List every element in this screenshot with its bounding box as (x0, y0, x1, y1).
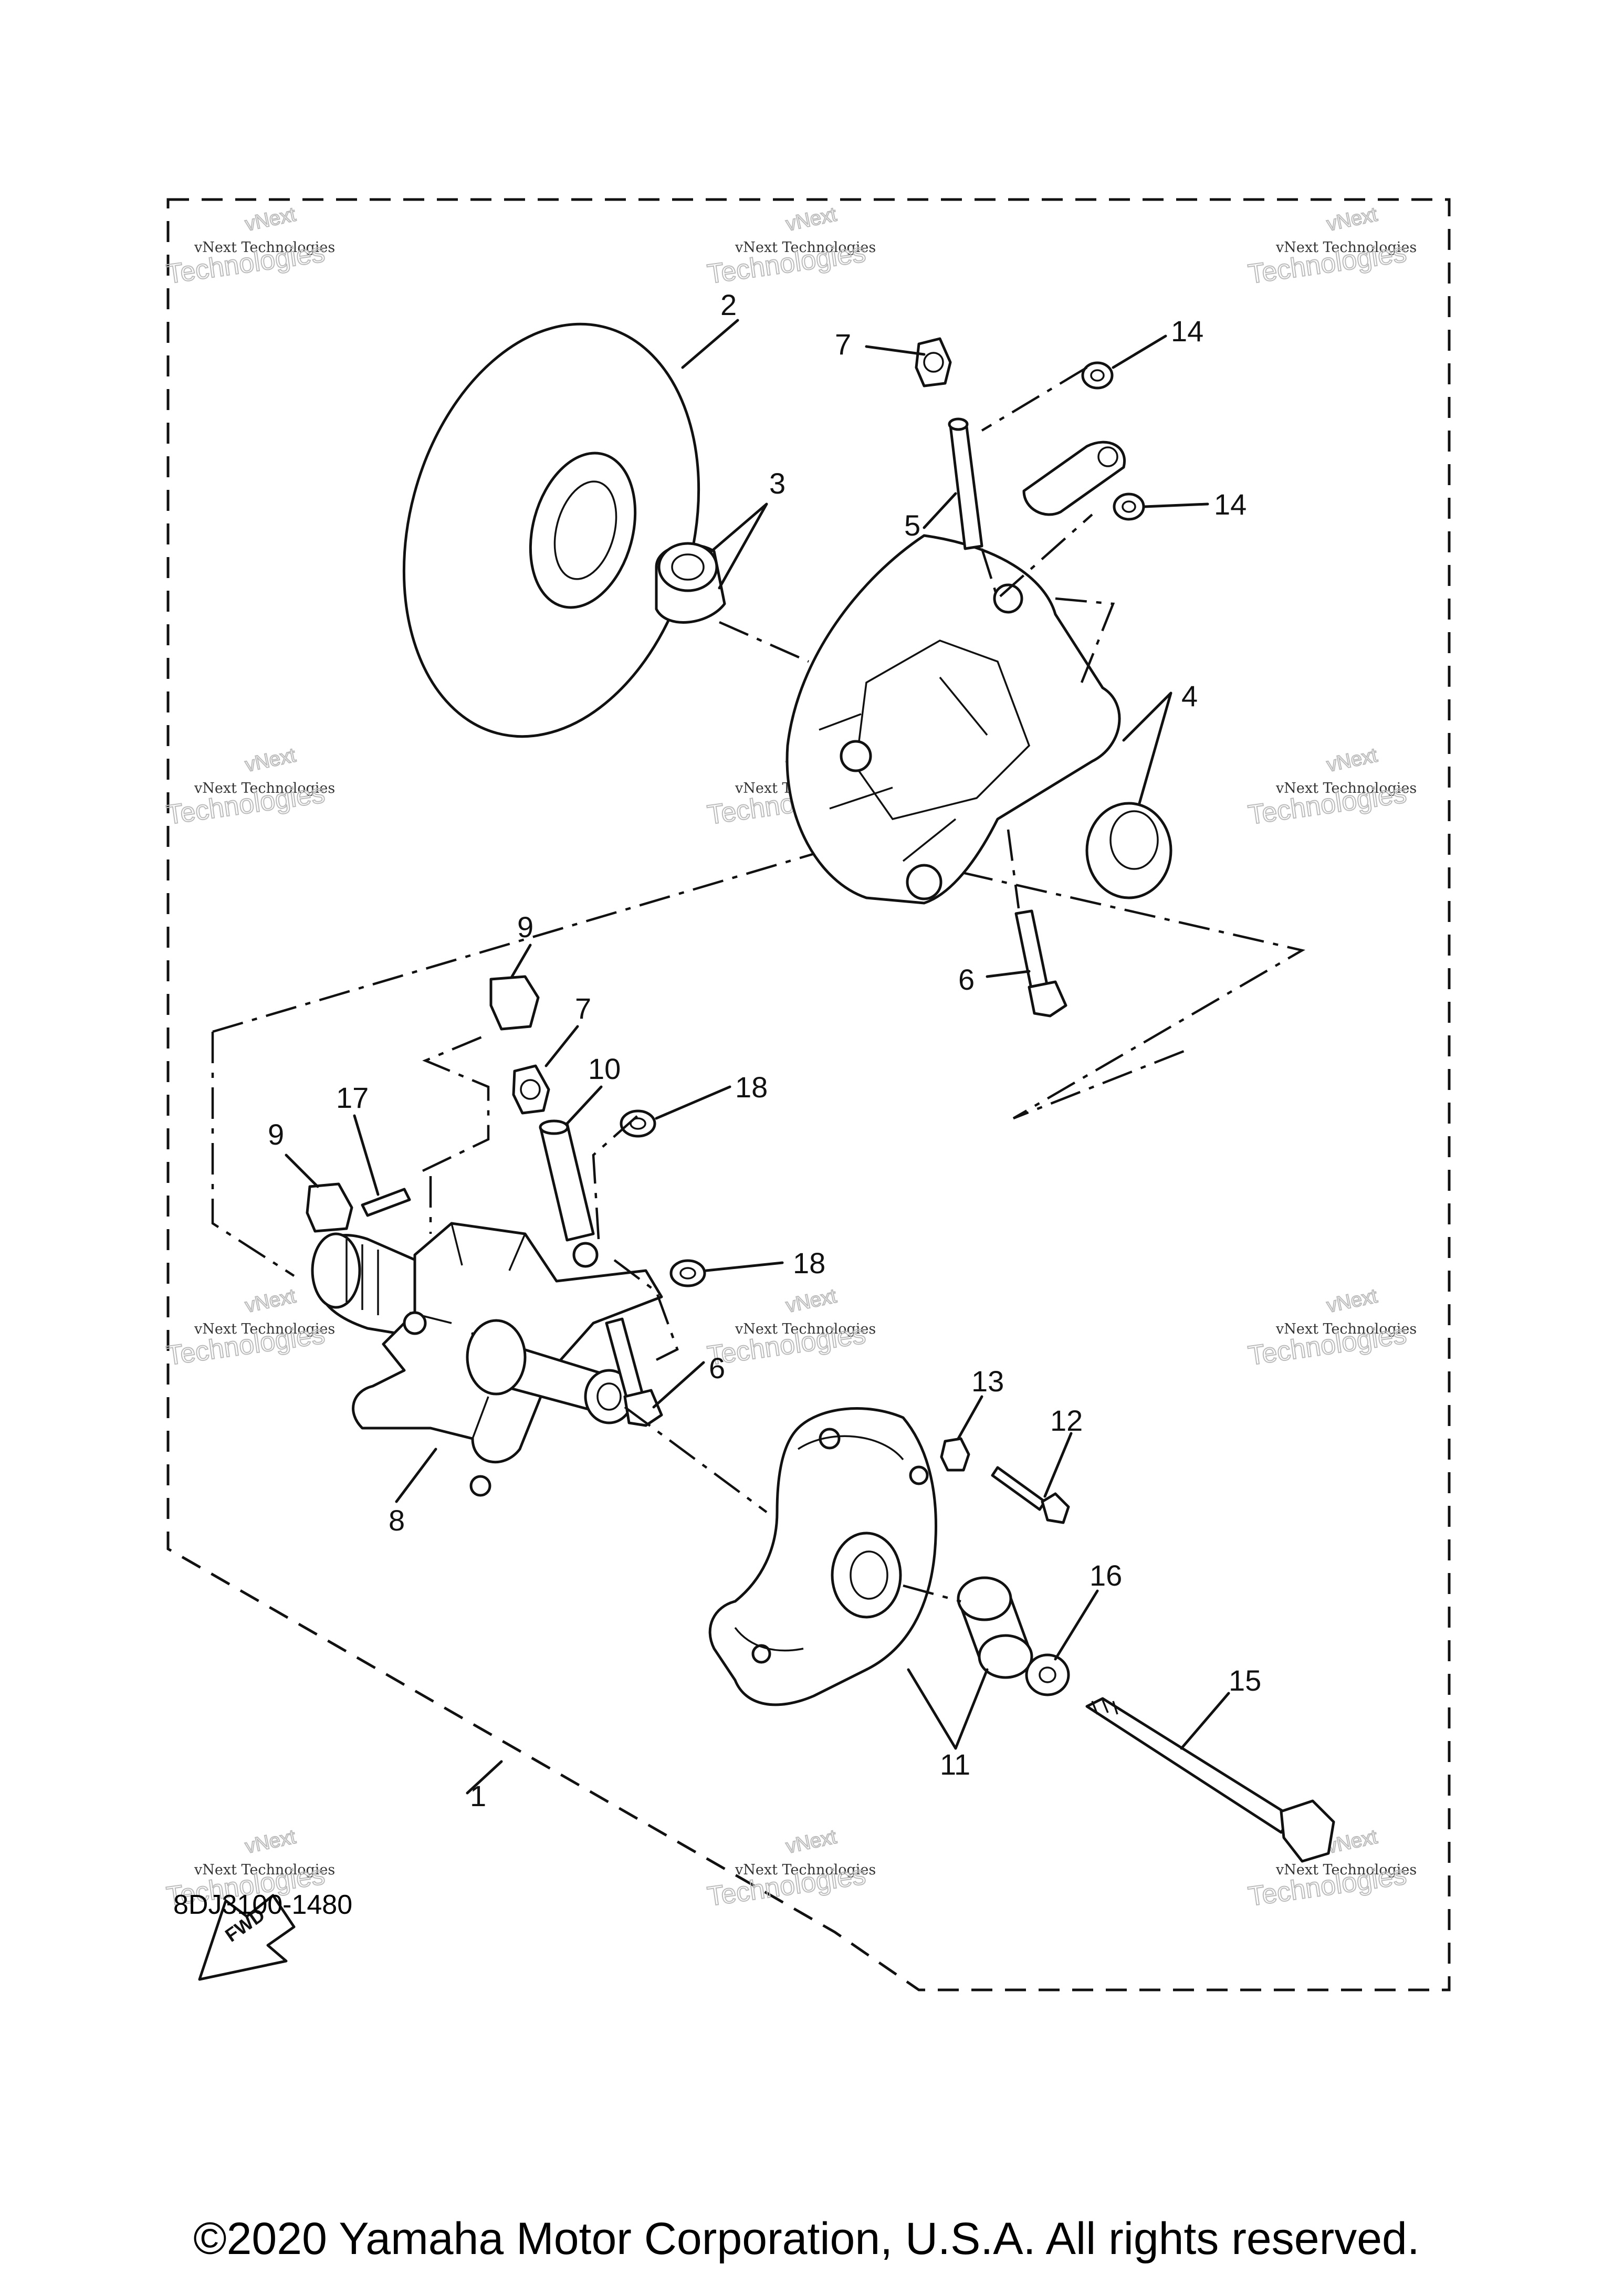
callout-6-lower: 6 (709, 1351, 725, 1385)
part-5-pin (948, 417, 983, 550)
callout-7-top: 7 (835, 328, 851, 361)
svg-text:vNext Technologies: vNext Technologies (1275, 239, 1417, 256)
subassembly-boundary (211, 844, 1306, 1277)
part-18-washer-upper (620, 1109, 656, 1138)
part-11-bearing (957, 1576, 1033, 1679)
svg-text:vNext Technologies: vNext Technologies (735, 239, 876, 256)
svg-text:vNext Technologies: vNext Technologies (735, 1321, 876, 1337)
callout-14-bottom: 14 (1214, 488, 1247, 521)
callout-18-upper: 18 (735, 1071, 768, 1104)
svg-text:vNext: vNext (243, 203, 298, 235)
callout-16: 16 (1090, 1559, 1122, 1592)
part-14-arm (1022, 441, 1126, 516)
svg-text:vNext: vNext (1325, 203, 1379, 235)
svg-text:vNext Technologies: vNext Technologies (194, 780, 335, 796)
part-8-spider (311, 1222, 663, 1497)
svg-text:vNext: vNext (784, 1826, 839, 1858)
part-9-clip-upper (489, 975, 540, 1031)
assembly-axis-lines (422, 366, 1115, 1603)
part-7-nut-lower (512, 1064, 550, 1115)
callout-13: 13 (971, 1365, 1004, 1398)
callout-15: 15 (1229, 1664, 1261, 1697)
part-14-washer-bottom (1113, 492, 1145, 521)
callout-8: 8 (389, 1504, 405, 1537)
callout-4: 4 (1181, 679, 1198, 712)
part-18-washer-lower (669, 1259, 706, 1287)
svg-text:vNext: vNext (243, 744, 298, 776)
callout-14-top: 14 (1171, 314, 1203, 348)
part-13-nut (940, 1437, 970, 1472)
diagram-code: 8DJ3100-1480 (173, 1890, 353, 1920)
svg-text:vNext: vNext (784, 203, 839, 235)
callouts: 2 3 7 5 14 14 4 6 9 7 10 18 9 17 18 6 8 … (268, 288, 1261, 1812)
callout-5: 5 (904, 509, 920, 542)
part-9-clip-left (306, 1182, 353, 1233)
svg-text:vNext: vNext (1325, 744, 1379, 776)
part-11-cover (708, 1407, 937, 1706)
leader-lines (285, 319, 1230, 1795)
callout-7-lower: 7 (575, 992, 591, 1025)
callout-9-upper: 9 (517, 910, 533, 943)
copyright-notice: ©2020 Yamaha Motor Corporation, U.S.A. A… (193, 2214, 1420, 2264)
svg-text:vNext: vNext (784, 1285, 839, 1317)
svg-text:vNext Technologies: vNext Technologies (1275, 1321, 1417, 1337)
part-16-washer (1025, 1653, 1070, 1696)
callout-6-top: 6 (958, 963, 975, 996)
callout-3: 3 (769, 467, 785, 500)
part-17-spring-pin (361, 1188, 411, 1217)
part-10-pin (539, 1119, 595, 1242)
callout-11: 11 (940, 1748, 970, 1781)
callout-12: 12 (1050, 1404, 1083, 1437)
part-14-washer-top (1081, 361, 1114, 390)
assembly-boundary (166, 198, 1451, 1991)
part-12-bolt (991, 1466, 1070, 1524)
svg-text:vNext Technologies: vNext Technologies (735, 1862, 876, 1878)
svg-text:vNext Technologies: vNext Technologies (1275, 780, 1417, 796)
svg-text:vNext Technologies: vNext Technologies (194, 239, 335, 256)
callout-10: 10 (588, 1052, 621, 1085)
part-4-housing (785, 534, 1172, 905)
callout-17: 17 (336, 1081, 369, 1114)
svg-text:vNext Technologies: vNext Technologies (194, 1862, 335, 1878)
svg-text:vNext Technologies: vNext Technologies (194, 1321, 335, 1337)
part-15-bolt (1085, 1697, 1335, 1863)
svg-text:vNext: vNext (243, 1826, 298, 1858)
callout-9-left: 9 (268, 1118, 284, 1151)
part-3-bushing (655, 542, 726, 624)
callout-2: 2 (720, 288, 737, 321)
fwd-arrow-icon: FWD (198, 1894, 296, 1981)
part-2-sheave (402, 322, 700, 738)
part-6-bolt-lower (605, 1317, 663, 1427)
callout-18-lower: 18 (793, 1246, 825, 1280)
part-6-bolt-top (1014, 909, 1067, 1018)
svg-text:vNext: vNext (1325, 1285, 1379, 1317)
part-7-nut-top (915, 337, 952, 387)
svg-text:vNext: vNext (243, 1285, 298, 1317)
svg-text:vNext Technologies: vNext Technologies (1275, 1862, 1417, 1878)
callout-1: 1 (470, 1779, 486, 1812)
